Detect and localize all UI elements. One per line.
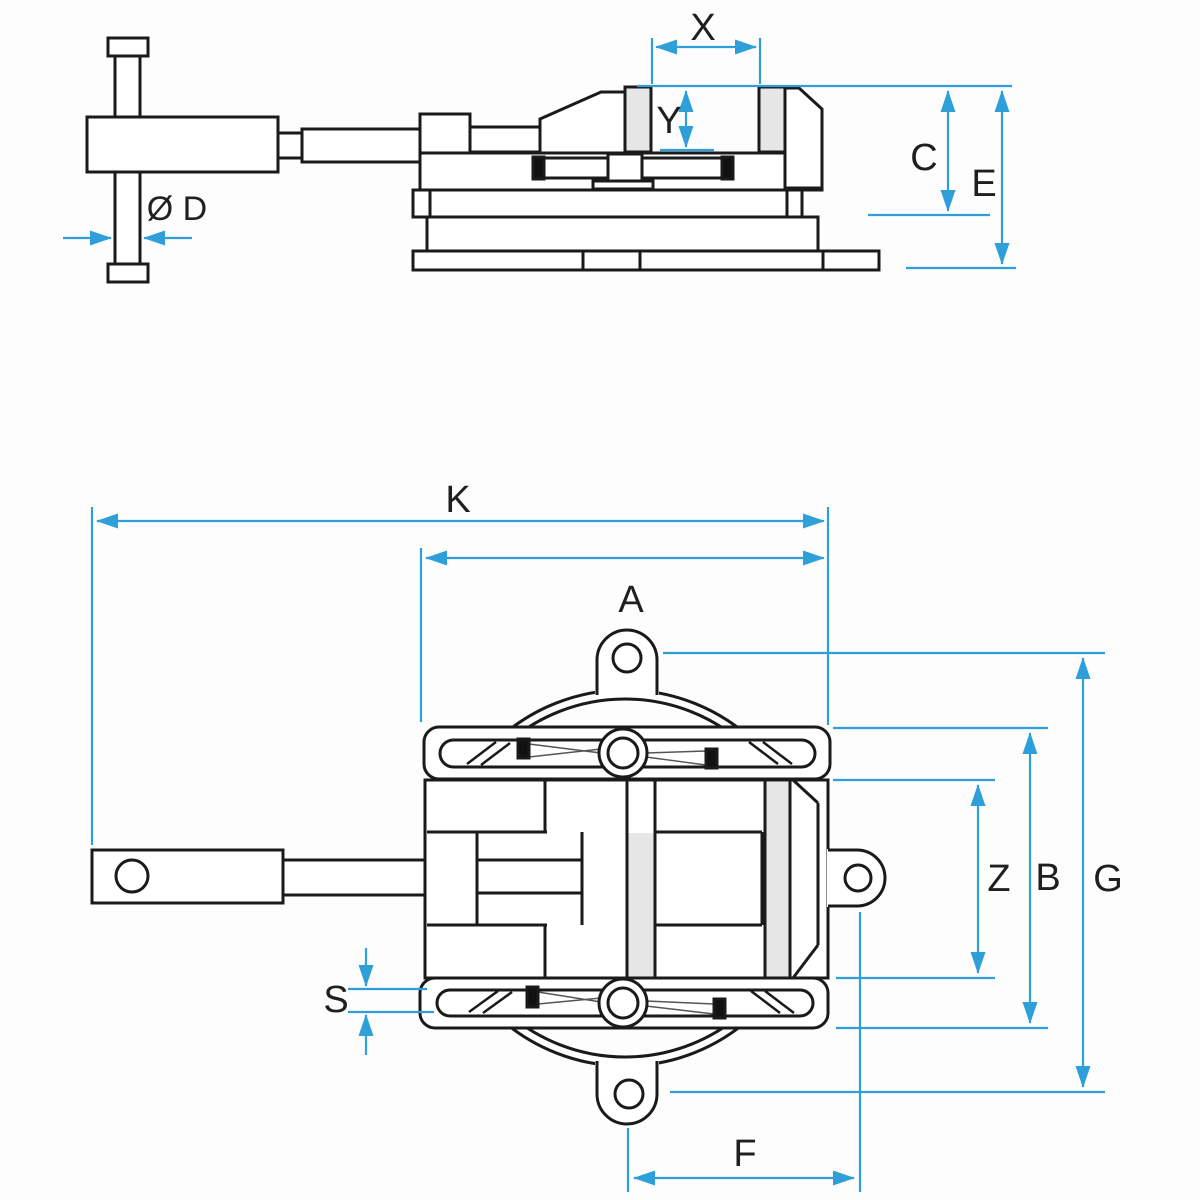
dimension-labels: X Y C E Ø D K A Z B G S F [147,7,1123,1175]
base-flange [411,249,881,272]
slot-hatch [482,990,513,1015]
slot-nut [516,737,531,760]
body-internal-lines [427,778,820,979]
dim-label-g: G [1093,858,1123,900]
clamp-center-plate [591,179,655,191]
slot-nut [525,985,540,1009]
mounting-lug-bottom [595,1060,659,1126]
plan-view-dimensions [90,507,1105,1192]
dim-label-e: E [971,163,996,205]
side-view [85,36,881,284]
handle-hub [85,115,280,174]
spindle-neck [276,131,304,160]
slot-hatch [762,741,793,765]
clamp-center-block [606,152,644,183]
dim-label-z: Z [987,858,1010,900]
lug-bolt-hole [613,1078,645,1110]
spindle-shaft [300,127,422,164]
dim-label-y: Y [656,100,681,142]
clamp-rail-end-left [531,155,546,181]
fixed-jaw-chamfer [791,778,820,805]
screw-bearing-block [418,112,472,155]
slot-hatch [764,990,795,1014]
dim-label-b: B [1035,857,1060,899]
dim-label-f: F [733,1133,756,1175]
dim-label-s: S [323,979,348,1021]
fixed-jaw-plate-side [757,85,787,154]
slot-hatch [748,741,779,765]
slot-nut [704,747,719,770]
handle-rod-bottom-cap [106,262,150,284]
handle-plan [90,848,427,905]
handle-rod-top-cap [106,36,150,58]
base-band-upper [411,188,804,219]
vise-body-side [411,85,881,272]
clamp-rail-end-right [720,155,735,181]
fixed-jaw-plate-plan [766,782,789,977]
lug-bolt-hole [843,863,873,893]
handle-hole [114,858,150,894]
lug-bolt-hole [611,642,643,674]
slot-hatch [468,989,499,1014]
clamp-slot-bar-top [422,725,832,781]
screw-cover-bar [468,125,542,154]
movable-jaw-plate-side [623,85,653,154]
slot-hatch [480,742,511,766]
dim-label-c: C [910,137,937,179]
fixed-jaw-chamfer [791,944,820,979]
handle-tommy-bar [85,36,422,284]
slot-nut [712,997,727,1020]
mounting-lug-top [595,628,659,696]
swivel-band [425,215,820,253]
movable-jaw-plate-plan [628,833,654,977]
side-view-dimensions [63,38,1016,270]
plan-view [90,628,887,1126]
fixed-jaw-side [783,86,824,190]
swivel-bolt [606,736,640,770]
slot-hatch [466,741,497,765]
movable-jaw-side [538,90,627,155]
clamp-slot-bar-bottom [418,976,830,1030]
swivel-bolt [606,986,640,1020]
dim-label-k: K [445,479,470,521]
dim-label-a: A [618,579,644,621]
spindle-shaft-plan [281,858,427,897]
dim-label-x: X [690,7,715,49]
mounting-lug-right [827,848,887,908]
slot-hatch [750,990,781,1014]
dim-label-diameter: Ø D [147,190,207,228]
